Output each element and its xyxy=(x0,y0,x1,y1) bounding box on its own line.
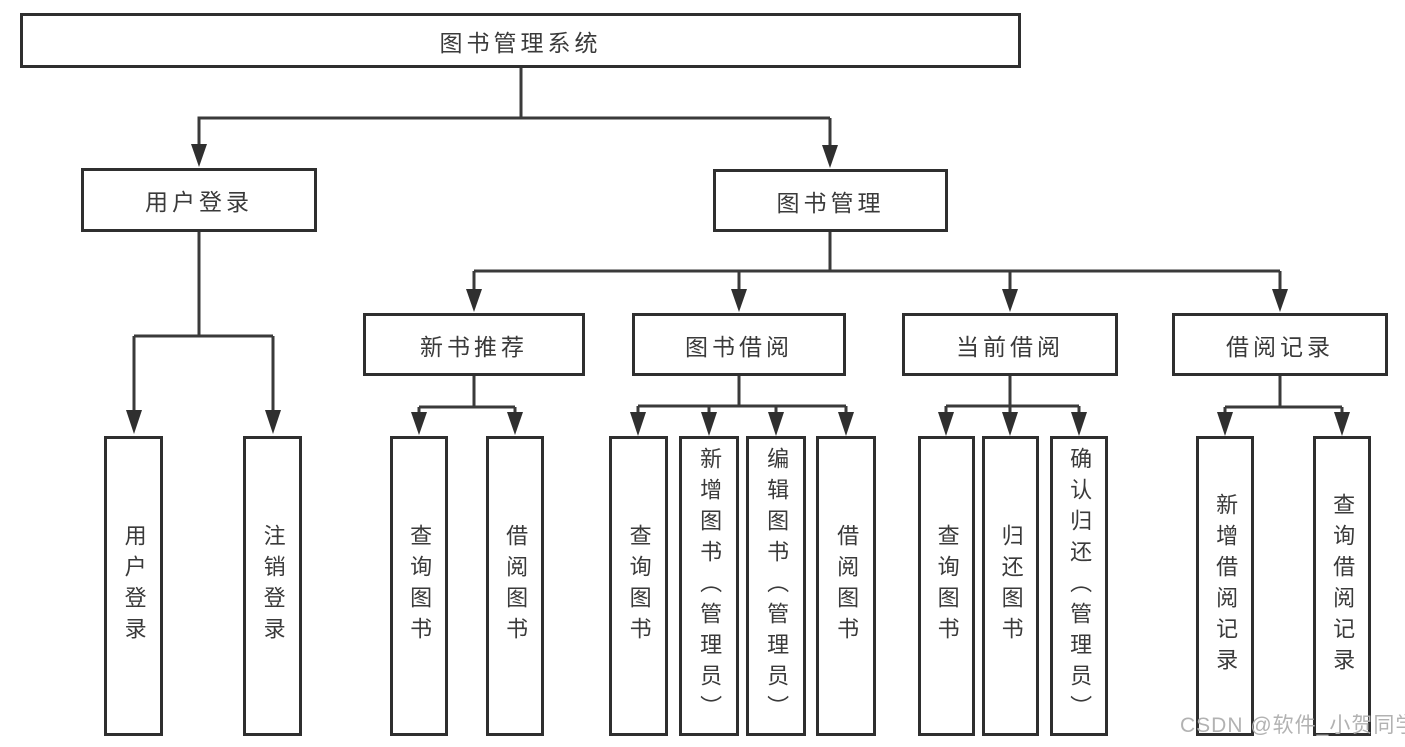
leaf-query-books-borrow-label: 查询图书 xyxy=(626,524,652,648)
leaf-query-borrow-record: 查询借阅记录 xyxy=(1313,436,1371,736)
node-borrow-records: 借阅记录 xyxy=(1172,313,1388,376)
node-user-login-label: 用户登录 xyxy=(145,189,253,215)
node-current-borrow: 当前借阅 xyxy=(902,313,1118,376)
leaf-add-book-admin-label: 新增图书（管理员） xyxy=(697,446,723,726)
leaf-borrow-books-borrow-label: 借阅图书 xyxy=(834,524,860,648)
node-book-management: 图书管理 xyxy=(713,169,948,232)
node-borrow-records-label: 借阅记录 xyxy=(1226,333,1334,360)
node-current-borrow-label: 当前借阅 xyxy=(956,333,1064,360)
leaf-logout: 注销登录 xyxy=(243,436,302,736)
leaf-borrow-books-borrow: 借阅图书 xyxy=(816,436,876,736)
leaf-query-books-borrow: 查询图书 xyxy=(609,436,668,736)
node-book-management-label: 图书管理 xyxy=(776,189,885,216)
leaf-query-books-current: 查询图书 xyxy=(918,436,975,736)
leaf-confirm-return-admin: 确认归还（管理员） xyxy=(1050,436,1108,736)
node-root-label: 图书管理系统 xyxy=(439,29,602,56)
leaf-borrow-books-recommend: 借阅图书 xyxy=(486,436,544,736)
leaf-edit-book-admin: 编辑图书（管理员） xyxy=(746,436,806,736)
leaf-return-books-label: 归还图书 xyxy=(998,524,1024,648)
leaf-return-books: 归还图书 xyxy=(982,436,1039,736)
leaf-confirm-return-admin-label: 确认归还（管理员） xyxy=(1067,446,1093,726)
leaf-query-books-recommend-label: 查询图书 xyxy=(407,524,433,648)
node-new-book-recommend-label: 新书推荐 xyxy=(420,333,528,360)
watermark-text: CSDN @软件_小贺同学 xyxy=(1180,714,1405,737)
leaf-edit-book-admin-label: 编辑图书（管理员） xyxy=(764,446,790,726)
leaf-user-login-label: 用户登录 xyxy=(121,524,147,648)
leaf-borrow-books-recommend-label: 借阅图书 xyxy=(503,524,529,648)
node-book-borrow: 图书借阅 xyxy=(632,313,846,376)
node-root: 图书管理系统 xyxy=(20,13,1021,68)
leaf-user-login: 用户登录 xyxy=(104,436,163,736)
node-user-login: 用户登录 xyxy=(81,168,317,232)
leaf-query-borrow-record-label: 查询借阅记录 xyxy=(1330,493,1356,679)
node-new-book-recommend: 新书推荐 xyxy=(363,313,585,376)
node-book-borrow-label: 图书借阅 xyxy=(685,333,793,360)
leaf-logout-label: 注销登录 xyxy=(260,524,286,648)
leaf-query-books-recommend: 查询图书 xyxy=(390,436,448,736)
leaf-add-book-admin: 新增图书（管理员） xyxy=(679,436,739,736)
leaf-add-borrow-record: 新增借阅记录 xyxy=(1196,436,1254,736)
leaf-add-borrow-record-label: 新增借阅记录 xyxy=(1213,493,1239,679)
leaf-query-books-current-label: 查询图书 xyxy=(934,524,960,648)
